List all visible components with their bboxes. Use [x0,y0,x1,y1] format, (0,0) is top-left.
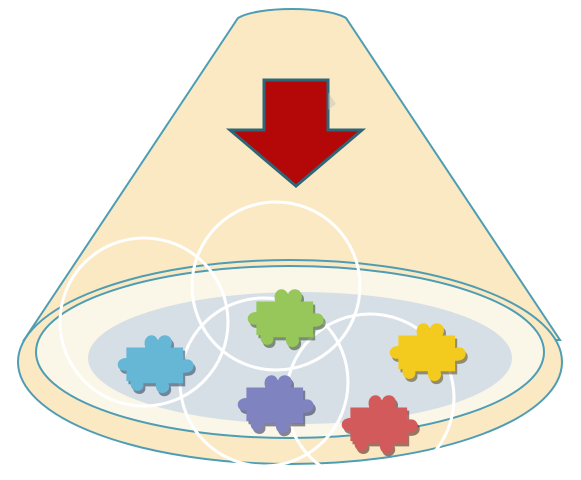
overlap-circle [58,236,230,408]
arrow-shadow [328,92,336,110]
overlap-circle [190,200,362,372]
down-arrow-icon [225,78,367,188]
